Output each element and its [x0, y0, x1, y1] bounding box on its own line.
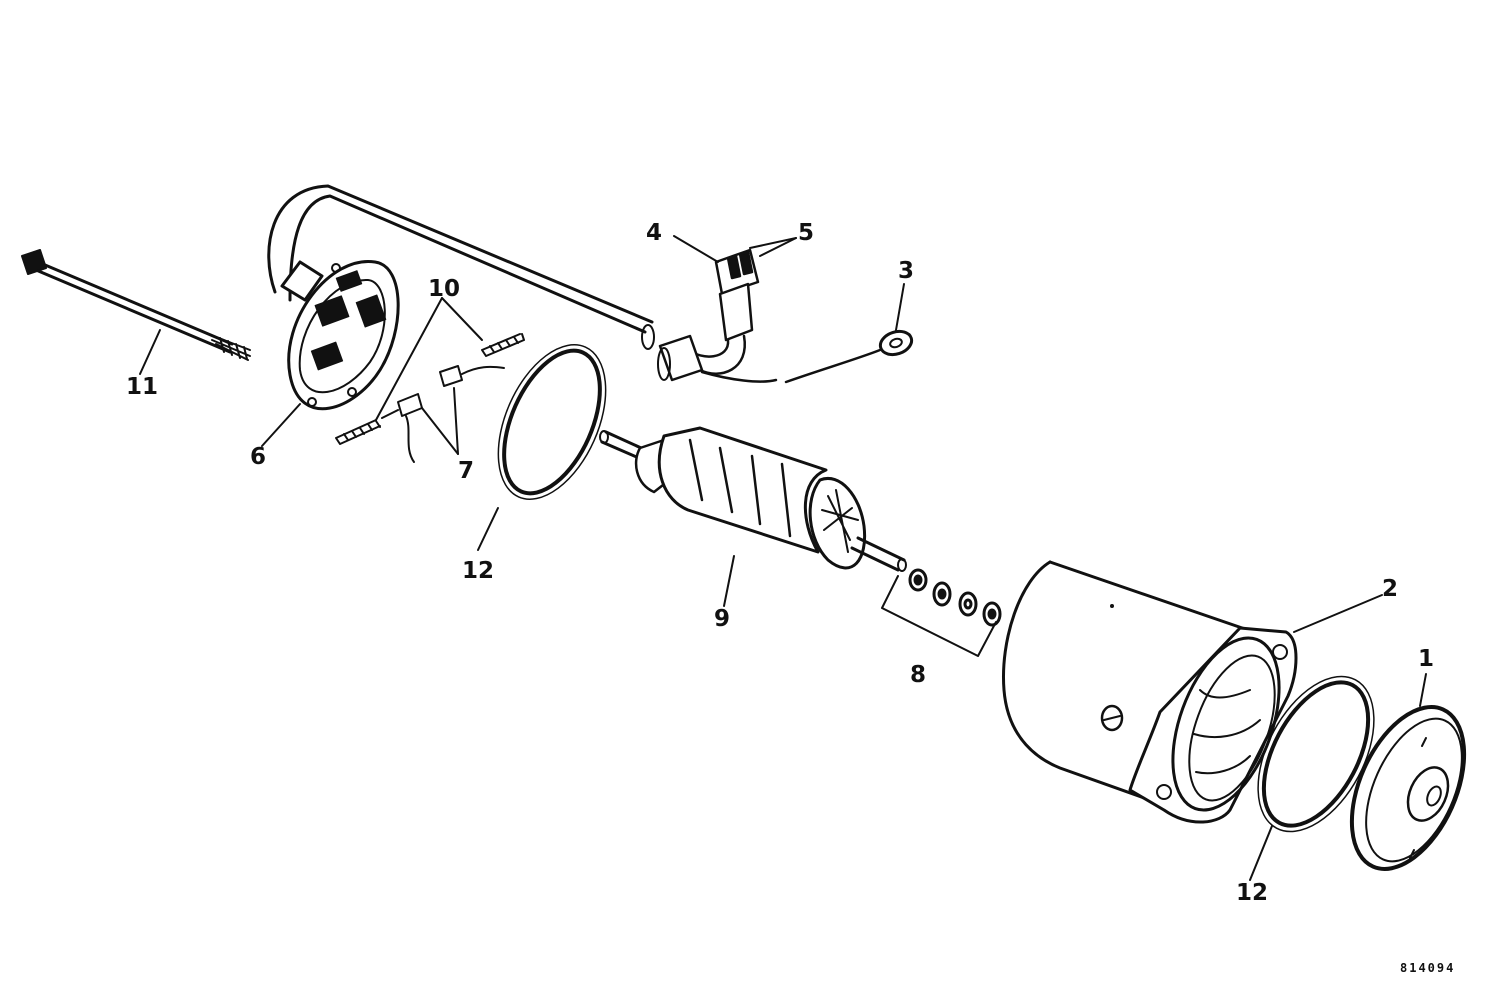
- callout-8: 8: [910, 662, 927, 688]
- callout-6: 6: [250, 444, 267, 470]
- brush-springs-part: [335, 333, 525, 445]
- armature-part: [599, 426, 907, 572]
- callout-10: 10: [428, 276, 461, 302]
- o-ring-right-part: [1257, 675, 1375, 833]
- callout-5: 5: [798, 220, 815, 246]
- callout-12-right: 12: [1236, 880, 1269, 906]
- brushes-part: [397, 365, 505, 463]
- o-ring-left-part: [497, 344, 607, 500]
- figure-number: 814094: [1400, 961, 1456, 975]
- brush-plate-part: [267, 184, 655, 411]
- leader-lines: [139, 235, 1427, 881]
- through-bolt-part: [21, 249, 251, 361]
- connector-lead-part: [657, 248, 914, 384]
- end-cap-part: [1349, 705, 1467, 871]
- callout-9: 9: [714, 606, 731, 632]
- frame-housing-part: [990, 560, 1298, 824]
- callout-2: 2: [1382, 576, 1399, 602]
- callout-12-left: 12: [462, 558, 495, 584]
- callout-4: 4: [646, 220, 663, 246]
- callout-1: 1: [1418, 646, 1435, 672]
- callout-11: 11: [126, 374, 159, 400]
- callout-7: 7: [458, 458, 475, 484]
- washers-part: [908, 568, 1002, 627]
- callout-3: 3: [898, 258, 915, 284]
